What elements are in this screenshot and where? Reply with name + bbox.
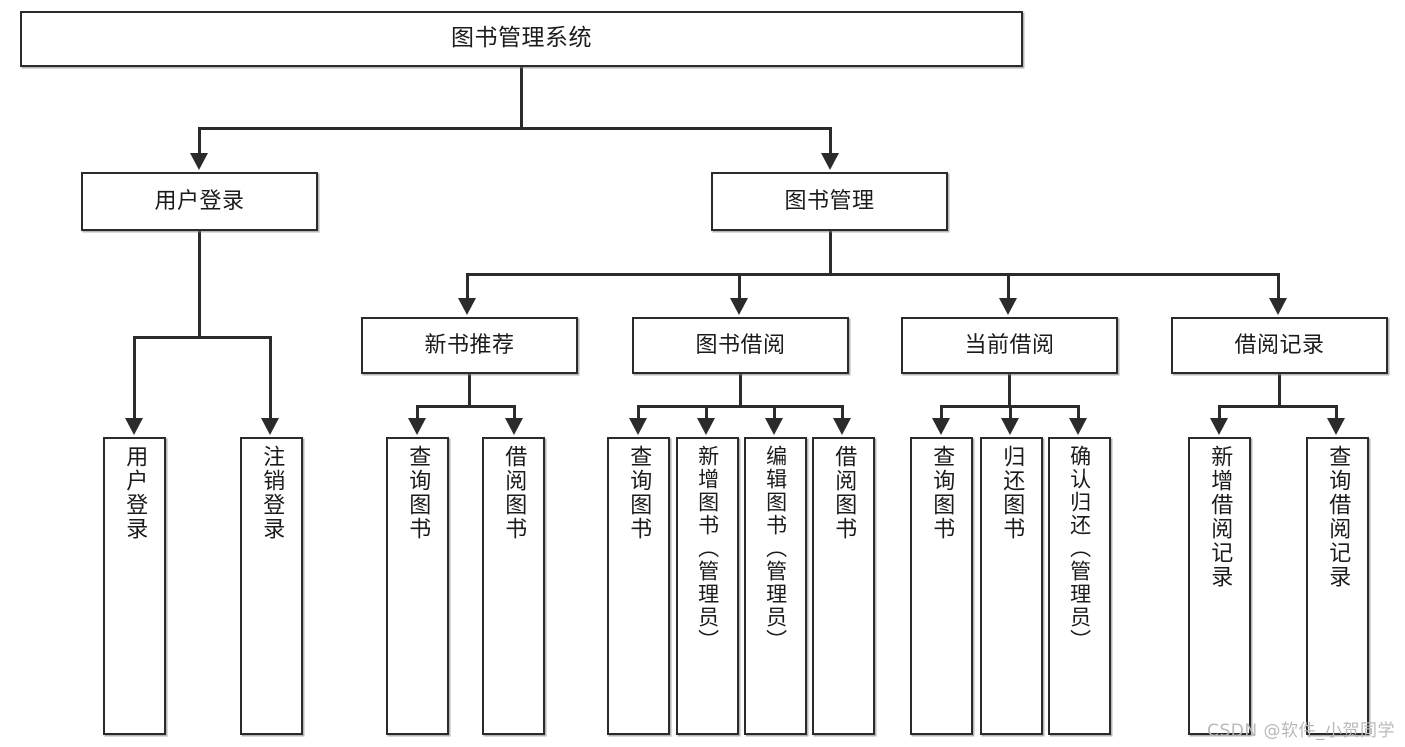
connector-newbook-to-leaf3	[513, 405, 516, 420]
arrow-current-to-leaf8	[932, 418, 950, 435]
connector-login-stem	[198, 231, 201, 336]
node-label: 确认归还（管理员）	[1067, 445, 1092, 652]
connector-newbook-bar	[416, 405, 516, 408]
connector-bookmgr-bar	[466, 273, 1280, 276]
connector-borrow-stem	[739, 374, 742, 405]
arrow-borrow-to-leaf6	[765, 418, 783, 435]
node-label: 当前借阅	[964, 332, 1055, 358]
leaf-node-return-book[interactable]: 归还图书	[980, 437, 1043, 735]
node-label: 借阅图书	[831, 445, 857, 541]
arrow-root-to-bookmgr	[821, 153, 839, 170]
leaf-node-add-book-admin[interactable]: 新增图书（管理员）	[676, 437, 739, 735]
leaf-node-query-book-borrow[interactable]: 查询图书	[607, 437, 670, 735]
arrow-bookmgr-to-current	[999, 298, 1017, 315]
connector-root-stem	[520, 67, 523, 127]
connector-record-to-leaf11	[1218, 405, 1221, 420]
leaf-node-confirm-return-admin[interactable]: 确认归还（管理员）	[1048, 437, 1111, 735]
connector-root-to-login	[198, 127, 201, 155]
leaf-node-edit-book-admin[interactable]: 编辑图书（管理员）	[744, 437, 807, 735]
node-label: 借阅记录	[1234, 332, 1325, 358]
connector-bookmgr-to-newbook	[466, 273, 469, 300]
connector-bookmgr-to-borrow	[738, 273, 741, 300]
arrow-newbook-to-leaf2	[408, 418, 426, 435]
arrow-bookmgr-to-newbook	[458, 298, 476, 315]
node-label: 新书推荐	[424, 332, 515, 358]
connector-record-bar	[1218, 405, 1337, 408]
node-label: 图书借阅	[695, 332, 786, 358]
node-user-login[interactable]: 用户登录	[81, 172, 318, 231]
connector-current-stem	[1008, 374, 1011, 405]
node-label: 新增借阅记录	[1207, 445, 1233, 589]
arrow-login-to-leaf0	[125, 418, 143, 435]
connector-newbook-stem	[468, 374, 471, 405]
arrow-borrow-to-leaf4	[629, 418, 647, 435]
node-book-management[interactable]: 图书管理	[711, 172, 948, 231]
connector-record-to-leaf12	[1335, 405, 1338, 420]
connector-login-bar	[133, 336, 271, 339]
leaf-node-query-borrow-record[interactable]: 查询借阅记录	[1306, 437, 1369, 735]
connector-root-to-bookmgr	[829, 127, 832, 155]
node-label: 新增图书（管理员）	[695, 445, 720, 652]
connector-borrow-to-leaf5	[705, 405, 708, 420]
connector-root-bar	[198, 127, 832, 130]
node-current-borrow[interactable]: 当前借阅	[901, 317, 1118, 374]
node-label: 查询图书	[929, 445, 955, 541]
connector-bookmgr-to-current	[1007, 273, 1010, 300]
node-borrow-record[interactable]: 借阅记录	[1171, 317, 1388, 374]
leaf-node-borrow-book-newbook[interactable]: 借阅图书	[482, 437, 545, 735]
arrow-current-to-leaf10	[1069, 418, 1087, 435]
arrow-record-to-leaf12	[1327, 418, 1345, 435]
connector-bookmgr-stem	[829, 231, 832, 273]
leaf-node-query-book-current[interactable]: 查询图书	[910, 437, 973, 735]
leaf-node-add-borrow-record[interactable]: 新增借阅记录	[1188, 437, 1251, 735]
arrow-record-to-leaf11	[1210, 418, 1228, 435]
arrow-newbook-to-leaf3	[505, 418, 523, 435]
arrow-bookmgr-to-record	[1269, 298, 1287, 315]
node-label: 注销登录	[259, 445, 285, 541]
leaf-node-borrow-book[interactable]: 借阅图书	[812, 437, 875, 735]
leaf-node-user-login[interactable]: 用户登录	[103, 437, 166, 735]
connector-current-to-leaf8	[940, 405, 943, 420]
connector-login-to-leaf1	[269, 336, 272, 420]
connector-borrow-to-leaf6	[773, 405, 776, 420]
node-label: 图书管理系统	[451, 25, 592, 52]
connector-newbook-to-leaf2	[416, 405, 419, 420]
arrow-root-to-login	[190, 153, 208, 170]
node-label: 查询图书	[405, 445, 431, 541]
leaf-node-query-book-newbook[interactable]: 查询图书	[386, 437, 449, 735]
node-label: 借阅图书	[501, 445, 527, 541]
node-root-book-management-system[interactable]: 图书管理系统	[20, 11, 1023, 67]
leaf-node-logout[interactable]: 注销登录	[240, 437, 303, 735]
node-label: 查询借阅记录	[1325, 445, 1351, 589]
node-label: 归还图书	[999, 445, 1025, 541]
connector-borrow-to-leaf4	[637, 405, 640, 420]
node-label: 图书管理	[784, 188, 875, 214]
node-book-borrow[interactable]: 图书借阅	[632, 317, 849, 374]
arrow-current-to-leaf9	[1001, 418, 1019, 435]
connector-borrow-bar	[637, 405, 844, 408]
arrow-borrow-to-leaf5	[697, 418, 715, 435]
connector-borrow-to-leaf7	[841, 405, 844, 420]
node-label: 编辑图书（管理员）	[763, 445, 788, 652]
connector-record-stem	[1278, 374, 1281, 405]
arrow-borrow-to-leaf7	[833, 418, 851, 435]
connector-current-to-leaf9	[1009, 405, 1012, 420]
arrow-login-to-leaf1	[261, 418, 279, 435]
node-label: 查询图书	[626, 445, 652, 541]
node-label: 用户登录	[122, 445, 148, 541]
connector-current-to-leaf10	[1077, 405, 1080, 420]
watermark-text: CSDN @软件_小贺同学	[1207, 721, 1395, 741]
node-label: 用户登录	[154, 188, 245, 214]
arrow-bookmgr-to-borrow	[730, 298, 748, 315]
node-new-book-recommend[interactable]: 新书推荐	[361, 317, 578, 374]
connector-login-to-leaf0	[133, 336, 136, 420]
connector-bookmgr-to-record	[1277, 273, 1280, 300]
